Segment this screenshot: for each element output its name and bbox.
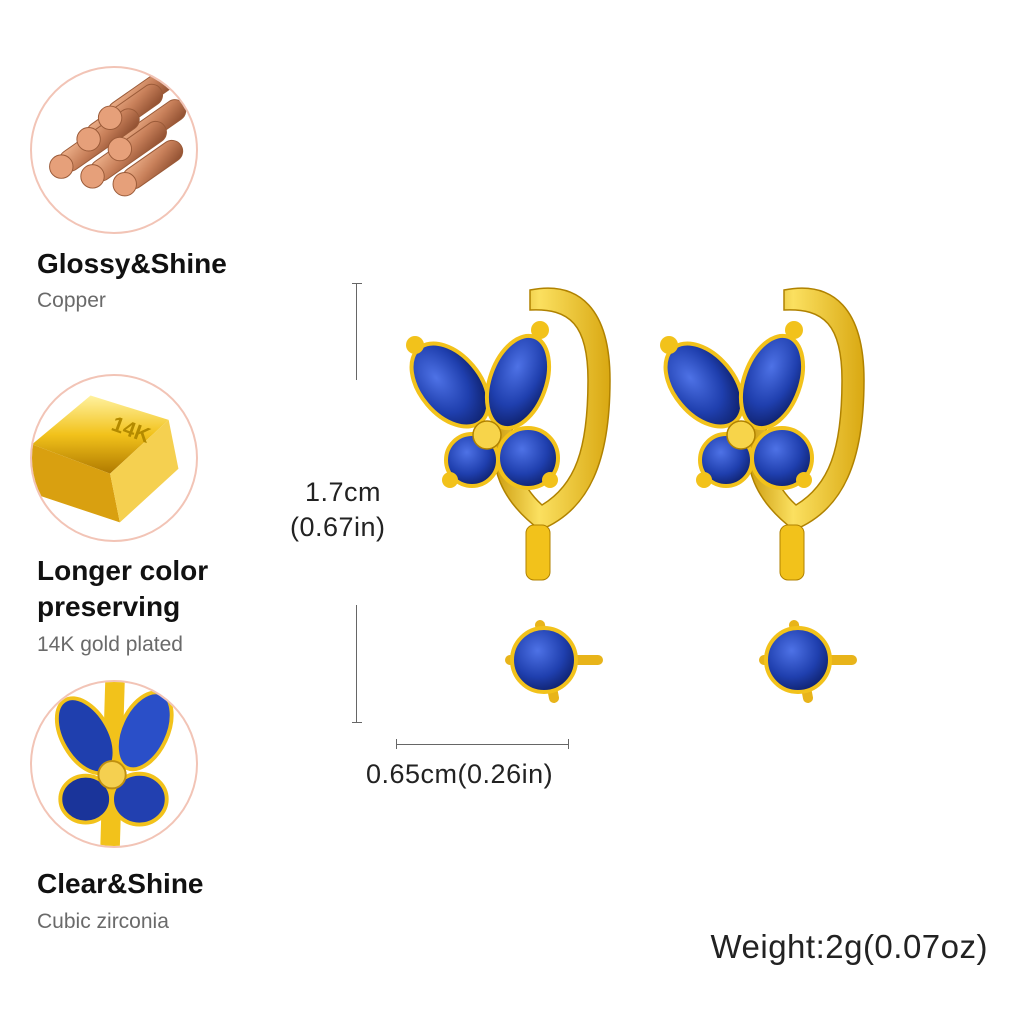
weight-label: Weight:2g(0.07oz) bbox=[710, 928, 988, 965]
height-cm-label: 1.7cm bbox=[305, 477, 382, 507]
feature-title-gold-line2: preserving bbox=[37, 591, 181, 622]
feature-subtitle-gold: 14K gold plated bbox=[37, 633, 183, 656]
zirconia-feature-image bbox=[30, 680, 198, 848]
width-label: 0.65cm(0.26in) bbox=[366, 759, 554, 789]
copper-rods-icon bbox=[49, 68, 187, 197]
copper-feature-image bbox=[30, 66, 198, 234]
right-earring bbox=[650, 288, 864, 698]
width-line bbox=[396, 744, 569, 745]
gold-feature-image: 14K bbox=[30, 374, 198, 542]
gold-bar-icon: 14K bbox=[32, 395, 179, 523]
feature-subtitle-zirconia: Cubic zirconia bbox=[37, 910, 169, 933]
earrings-product-image bbox=[380, 270, 900, 750]
height-line-upper bbox=[356, 283, 357, 380]
height-in-label: (0.67in) bbox=[290, 512, 386, 542]
butterfly-gem-icon bbox=[54, 682, 174, 846]
height-line-lower bbox=[356, 605, 357, 723]
feature-title-copper: Glossy&Shine bbox=[37, 248, 227, 279]
width-line-right-cap bbox=[568, 739, 569, 749]
feature-title-gold-line1: Longer color bbox=[37, 555, 209, 586]
feature-title-zirconia: Clear&Shine bbox=[37, 868, 204, 899]
left-earring bbox=[396, 288, 610, 698]
height-line-bottom-cap bbox=[352, 722, 362, 723]
height-line-top-cap bbox=[352, 283, 362, 284]
width-line-left-cap bbox=[396, 739, 397, 749]
feature-subtitle-copper: Copper bbox=[37, 289, 106, 312]
